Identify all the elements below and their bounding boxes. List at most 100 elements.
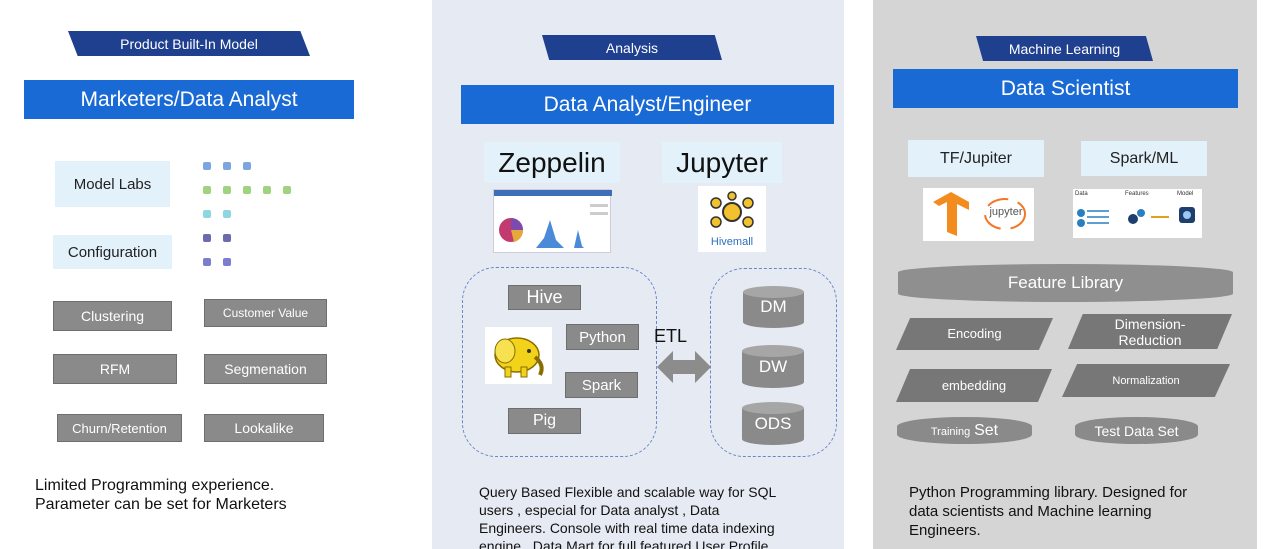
- hivemall-logo: Hivemall: [698, 186, 766, 252]
- module-label: Lookalike: [234, 420, 294, 436]
- node-icon: [223, 210, 231, 218]
- product-built-in-model-tag: Product Built-In Model: [68, 31, 310, 56]
- feature-library-label: Feature Library: [1007, 273, 1124, 292]
- module-label: Churn/Retention: [72, 420, 167, 436]
- configuration-label: Configuration: [67, 243, 158, 261]
- tag-label: Machine Learning: [1008, 40, 1121, 57]
- tag-label: Analysis: [605, 39, 659, 56]
- training-word: Training: [930, 425, 971, 438]
- zeppelin-box[interactable]: Zeppelin: [484, 142, 620, 183]
- clustering-module[interactable]: Clustering: [53, 301, 172, 331]
- feature-label: embedding: [941, 377, 1007, 393]
- feature-label: Normalization: [1112, 374, 1180, 387]
- training-set[interactable]: Training Set: [897, 417, 1032, 444]
- pipeline-icon: [1077, 207, 1195, 227]
- right-note: Python Programming library. Designed for…: [909, 483, 1239, 540]
- engine-label: Spark: [581, 376, 622, 394]
- hive-box[interactable]: Hive: [508, 285, 581, 310]
- node-icon: [283, 186, 291, 194]
- note-line: Query Based Flexible and scalable way fo…: [479, 484, 777, 500]
- test-data-set[interactable]: Test Data Set: [1075, 417, 1198, 444]
- encoding-feature[interactable]: Encoding: [896, 318, 1053, 350]
- middle-note: Query Based Flexible and scalable way fo…: [479, 483, 829, 549]
- hivemall-label: Hivemall: [710, 236, 754, 248]
- note-line: Limited Programming experience.: [35, 477, 275, 494]
- flow-label: Features: [1125, 191, 1149, 197]
- feature-label-line: Dimension-: [1114, 315, 1186, 332]
- node-icon: [203, 210, 211, 218]
- jupyter-box[interactable]: Jupyter: [662, 142, 782, 183]
- segmentation-module[interactable]: Segmenation: [204, 354, 327, 384]
- embedding-feature[interactable]: embedding: [896, 369, 1052, 402]
- model-labs-box[interactable]: Model Labs: [55, 161, 170, 207]
- feature-library[interactable]: Feature Library: [898, 264, 1233, 302]
- node-icon: [203, 258, 211, 266]
- node-icon: [243, 186, 251, 194]
- store-label: ODS: [754, 413, 792, 433]
- tag-label: Product Built-In Model: [120, 35, 258, 52]
- marketers-banner: Marketers/Data Analyst: [24, 80, 354, 119]
- engines-group: [462, 267, 657, 457]
- node-icon: [223, 234, 231, 242]
- node-icon: [223, 186, 231, 194]
- node-icon: [223, 258, 231, 266]
- python-box[interactable]: Python: [566, 324, 639, 350]
- spark-ml-box[interactable]: Spark/ML: [1081, 141, 1207, 176]
- tool-label: Spark/ML: [1109, 149, 1179, 167]
- dm-store[interactable]: DM: [743, 286, 804, 328]
- node-icon: [223, 162, 231, 170]
- store-label: DW: [758, 356, 788, 376]
- note-line: engine , Data Mart for full featured Use…: [479, 538, 769, 549]
- tool-label: Zeppelin: [498, 146, 606, 178]
- note-line: Engineers.: [909, 522, 981, 539]
- analysis-tag: Analysis: [542, 35, 722, 60]
- spark-ml-flow: Data Features Model: [1073, 189, 1202, 238]
- dashboard-chart-icon: [494, 190, 612, 248]
- pig-box[interactable]: Pig: [508, 408, 581, 434]
- module-label: Customer Value: [222, 306, 309, 320]
- churn-retention-module[interactable]: Churn/Retention: [57, 414, 182, 442]
- note-line: Engineers. Console with real time data i…: [479, 520, 775, 536]
- spark-box[interactable]: Spark: [565, 372, 638, 398]
- lookalike-module[interactable]: Lookalike: [204, 414, 324, 442]
- node-icon: [203, 234, 211, 242]
- test-set-label: Test Data Set: [1094, 422, 1179, 439]
- tool-label: TF/Jupiter: [939, 149, 1012, 167]
- rfm-module[interactable]: RFM: [53, 354, 177, 384]
- hadoop-logo: [485, 327, 552, 384]
- banner-label: Data Analyst/Engineer: [543, 92, 752, 116]
- tf-jupiter-box[interactable]: TF/Jupiter: [908, 140, 1044, 177]
- node-icon: [243, 162, 251, 170]
- node-icon: [263, 186, 271, 194]
- customer-value-module[interactable]: Customer Value: [204, 299, 327, 327]
- engine-label: Pig: [532, 412, 557, 429]
- etl-arrow-icon: [657, 349, 711, 385]
- tf-jupyter-logo: jupyter: [923, 188, 1034, 241]
- tool-label: Jupyter: [676, 146, 768, 178]
- dw-store[interactable]: DW: [742, 345, 804, 388]
- normalization-feature[interactable]: Normalization: [1062, 364, 1230, 397]
- etl-label: ETL: [654, 326, 688, 346]
- note-line: Parameter can be set for Marketers: [35, 496, 287, 513]
- data-scientist-banner: Data Scientist: [893, 69, 1238, 108]
- node-icon: [203, 162, 211, 170]
- ods-store[interactable]: ODS: [742, 402, 804, 445]
- training-set-label: Training Set: [931, 422, 998, 440]
- dimension-reduction-feature[interactable]: Dimension-Reduction: [1068, 314, 1232, 349]
- node-icon: [203, 186, 211, 194]
- stores-group: [710, 268, 837, 457]
- feature-label: Dimension-Reduction: [1115, 316, 1186, 348]
- zeppelin-dashboard-thumbnail: [493, 189, 612, 253]
- model-labs-label: Model Labs: [73, 175, 152, 193]
- feature-label-line: Reduction: [1118, 331, 1182, 348]
- flow-label: Model: [1177, 191, 1194, 197]
- set-word: Set: [974, 421, 999, 439]
- banner-label: Data Scientist: [1000, 76, 1131, 100]
- note-line: users , especial for Data analyst , Data: [479, 502, 720, 518]
- engine-label: Hive: [526, 287, 563, 307]
- elephant-icon: [494, 337, 544, 378]
- module-label: Clustering: [80, 308, 145, 324]
- jupyter-label: jupyter: [989, 206, 1023, 218]
- hivemall-bees-icon: [710, 191, 754, 228]
- configuration-box[interactable]: Configuration: [53, 235, 172, 269]
